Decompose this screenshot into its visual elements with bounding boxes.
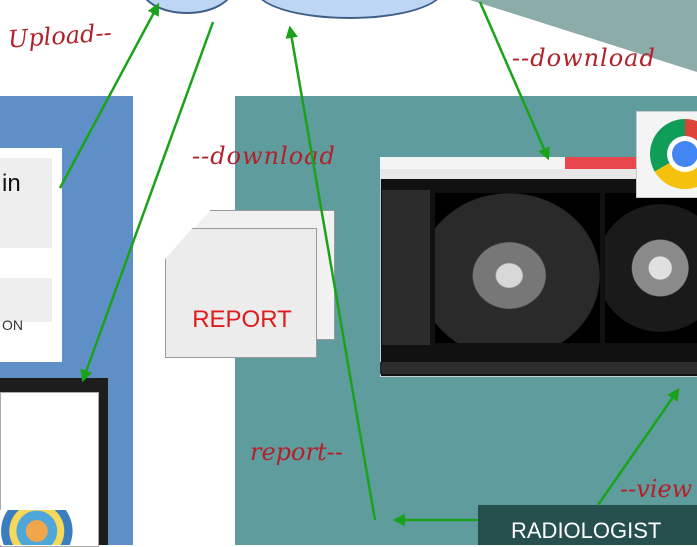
left-viewer-image [0,510,92,545]
upload-label: Upload-- [7,18,112,53]
spine-mri-image [435,193,600,343]
viewer-thumbnails [382,190,430,345]
report-document [165,228,317,358]
report-arrow-label: report-- [250,438,343,466]
download-label-right: --download [512,44,656,72]
radiologist-label: RADIOLOGIST [511,518,661,544]
left-card-text-on: ON [2,317,23,333]
view-label: --view [620,475,692,503]
chrome-icon-center [672,141,697,167]
report-document-label: REPORT [167,306,317,334]
cloud-storage-icon [255,0,444,19]
left-card-text-in: in [2,170,21,198]
download-label-mid: --download [192,142,336,170]
axial-mri-image [605,193,697,343]
left-card-block-2 [0,278,52,322]
viewer-toolbar [380,362,697,374]
cloud-icon [140,0,234,14]
